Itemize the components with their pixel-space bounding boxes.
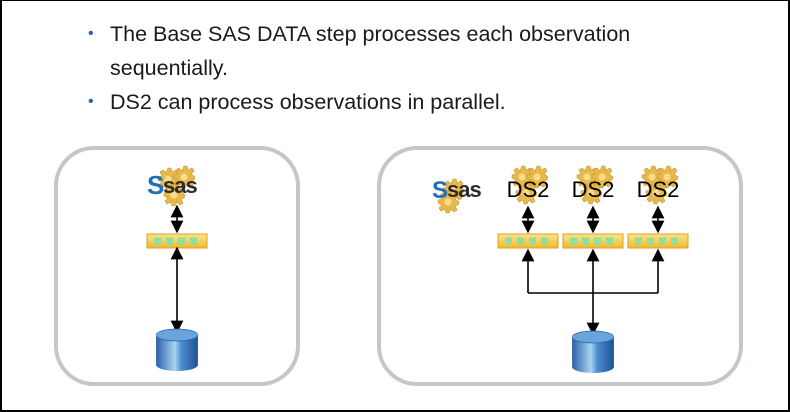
- sequential-panel: [54, 146, 300, 386]
- buffer-slot: [154, 237, 161, 245]
- buffer-slot: [671, 237, 678, 245]
- buffer-slot: [606, 237, 613, 245]
- bullet-item: •The Base SAS DATA step processes each o…: [88, 17, 728, 85]
- parallel-panel: [377, 146, 743, 386]
- buffer-slot: [647, 237, 654, 245]
- sas-engine-icon: S sas: [147, 165, 198, 207]
- buffer-slot: [190, 237, 197, 245]
- buffer-slot: [517, 237, 524, 245]
- database-cylinder-icon: [155, 328, 199, 371]
- database-cylinder-icon: [571, 330, 615, 373]
- sas-engine-icon: S sas: [432, 177, 482, 214]
- buffer-bar: [627, 233, 689, 249]
- sas-s-glyph: S: [147, 170, 164, 200]
- bullet-item: •DS2 can process observations in paralle…: [88, 85, 728, 119]
- ds2-label: DS2: [637, 177, 680, 202]
- buffer-slot: [529, 237, 536, 245]
- ds2-thread: DS2: [627, 165, 689, 293]
- ds2-thread: DS2: [497, 165, 559, 293]
- buffer-slot: [570, 237, 577, 245]
- buffer-slot: [659, 237, 666, 245]
- buffer-bar: [146, 233, 208, 249]
- bullet-dot-icon: •: [88, 93, 94, 110]
- buffer-slot: [541, 237, 548, 245]
- ds2-thread: DS2: [562, 165, 624, 293]
- bullet-list: •The Base SAS DATA step processes each o…: [88, 17, 728, 119]
- ds2-label: DS2: [572, 177, 615, 202]
- buffer-slot: [178, 237, 185, 245]
- buffer-slot: [505, 237, 512, 245]
- buffer-bar: [562, 233, 624, 249]
- ds2-label: DS2: [507, 177, 550, 202]
- cylinder-top: [155, 328, 199, 342]
- cylinder-body: [572, 337, 614, 373]
- cylinder-body: [156, 335, 198, 371]
- buffer-slot: [635, 237, 642, 245]
- sas-label: sas: [447, 177, 481, 202]
- bullet-dot-icon: •: [88, 25, 94, 42]
- buffer-slot: [166, 237, 173, 245]
- sas-s-glyph: S: [432, 177, 448, 204]
- buffer-slot: [582, 237, 589, 245]
- cylinder-top: [571, 330, 615, 344]
- buffer-slot: [594, 237, 601, 245]
- buffer-bar: [497, 233, 559, 249]
- sas-label: sas: [163, 173, 197, 198]
